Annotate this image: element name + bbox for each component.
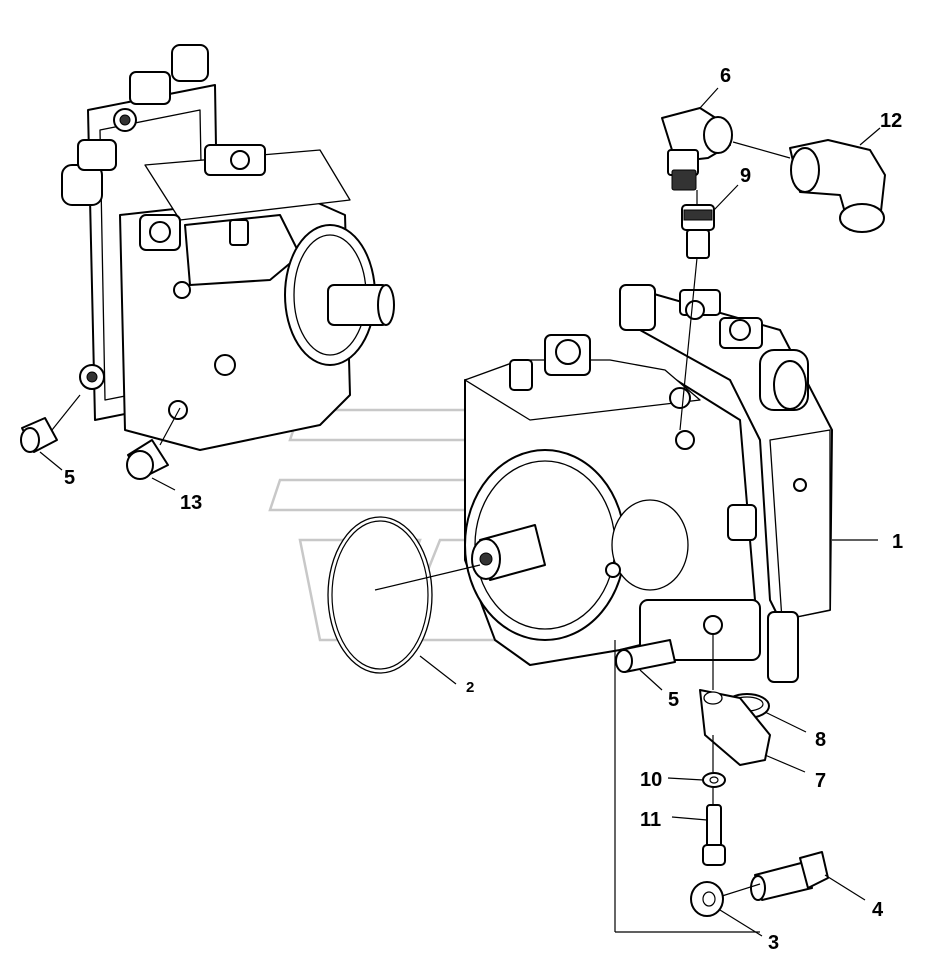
leader-lines: [39, 87, 881, 937]
callout-5-left: 5: [64, 467, 75, 489]
o-ring-2: [327, 516, 433, 674]
callout-4: 4: [872, 899, 884, 921]
bolt-4: [750, 851, 829, 901]
hex-fitting-top-right: [171, 44, 209, 82]
washer-10: [702, 772, 726, 788]
callout-10: 10: [640, 769, 662, 791]
callout-12: 12: [880, 110, 902, 132]
callout-2: 2: [466, 679, 474, 696]
callout-labels: 1 2 3 4 5 5 6 7 8 9 10 11 12 13: [64, 65, 903, 954]
elbow-fitting-12: [789, 139, 886, 233]
callout-1: 1: [892, 531, 903, 553]
callout-8: 8: [815, 729, 826, 751]
callout-9: 9: [740, 165, 751, 187]
callout-7: 7: [815, 770, 826, 792]
elbow-fitting-6: [661, 107, 733, 191]
hex-fitting-top-left: [129, 71, 171, 105]
washer-3: [690, 881, 724, 917]
clamp-7: [699, 689, 771, 766]
callout-11: 11: [640, 809, 661, 831]
screw-11: [702, 804, 726, 866]
callout-6: 6: [720, 65, 731, 87]
callout-13: 13: [180, 492, 202, 514]
callout-3: 3: [768, 932, 779, 954]
adapter-fitting-9: [681, 204, 715, 259]
pump-assembly-main: [464, 284, 833, 683]
plug-5-left: [20, 417, 58, 453]
callout-5-right: 5: [668, 689, 679, 711]
plug-13: [126, 439, 169, 480]
pump-assembly-rear-view: [20, 44, 395, 480]
plug-5-right: [615, 639, 676, 673]
